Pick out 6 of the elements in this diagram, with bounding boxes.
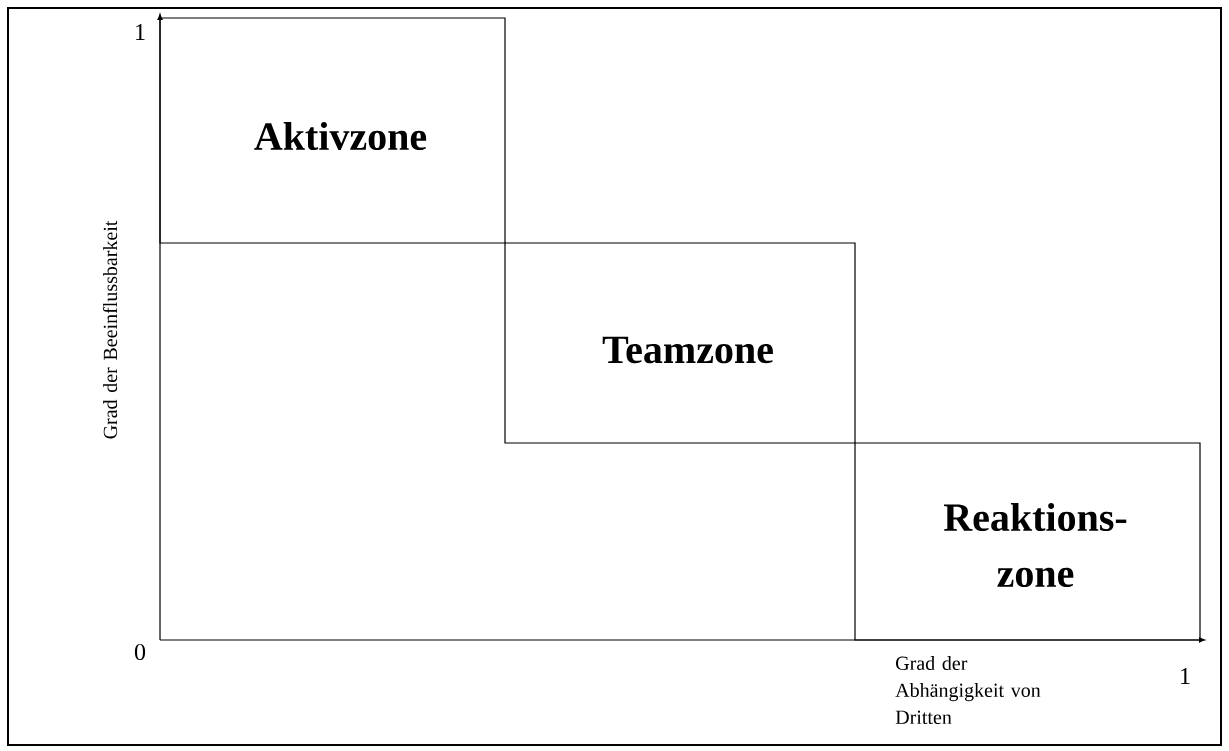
axis-label: 0 xyxy=(134,643,146,661)
zone-box: Reaktions- zone xyxy=(854,442,1201,641)
axis-label: Grad der Beeinflussbarkeit xyxy=(102,220,118,439)
axis-label: 1 xyxy=(1181,668,1190,684)
zone-box: Aktivzone xyxy=(159,17,506,244)
zone-box: Teamzone xyxy=(504,242,856,444)
